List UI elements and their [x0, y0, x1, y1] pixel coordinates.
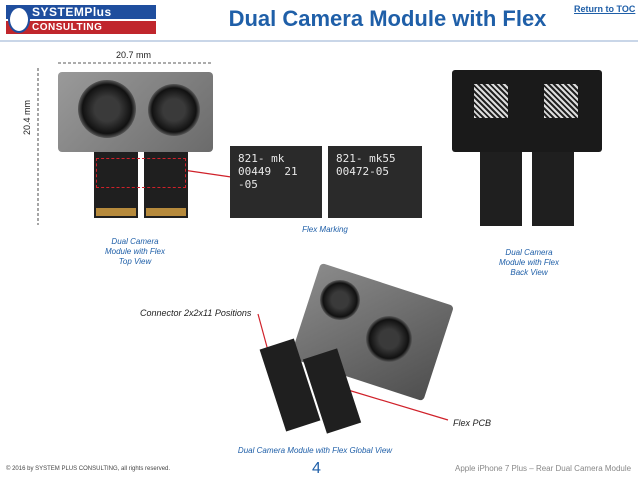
flex-pcb-label: Flex PCB [453, 418, 492, 428]
flex-marking-right: 821- mk55 00472-05 [328, 146, 422, 218]
back-flex-left [480, 152, 522, 226]
copyright-text: © 2016 by SYSTEM PLUS CONSULTING, all ri… [6, 466, 171, 472]
global-lens-2-icon [366, 316, 412, 362]
connector-label: Connector 2x2x11 Positions [140, 308, 252, 318]
back-view-photo [452, 70, 602, 230]
page-title: Dual Camera Module with Flex [228, 6, 547, 31]
header-divider [0, 40, 638, 42]
connector-right [146, 208, 186, 216]
back-view-label: Dual Camera Module with Flex Back View [498, 248, 560, 277]
global-lens-1-icon [320, 280, 360, 320]
marking-highlight-box [96, 158, 186, 188]
flex-right [144, 152, 188, 218]
width-dimension-label: 20.7 mm [116, 50, 152, 60]
wide-lens-icon [78, 80, 136, 138]
logo-line1: SYSTEMPlus [6, 5, 156, 19]
qr-code-left-icon [474, 84, 508, 118]
company-logo: SYSTEMPlus CONSULTING [6, 5, 156, 35]
page-number: 4 [312, 460, 321, 477]
back-flex-right [532, 152, 574, 226]
flex-marking-label: Flex Marking [302, 225, 348, 234]
document-title: Apple iPhone 7 Plus – Rear Dual Camera M… [455, 464, 632, 473]
top-view-photo [58, 68, 213, 228]
global-view-label: Dual Camera Module with Flex Global View [237, 446, 393, 455]
global-view-photo [259, 262, 455, 434]
flex-left [94, 152, 138, 218]
flex-marking-left: 821- mk 00449 21 -05 [230, 146, 322, 218]
tele-lens-icon [148, 84, 200, 136]
connector-left [96, 208, 136, 216]
logo-mark-icon [8, 6, 30, 33]
top-view-label: Dual Camera Module with Flex Top View [104, 237, 166, 266]
logo-line2: CONSULTING [6, 21, 156, 34]
return-to-toc-link[interactable]: Return to TOC [574, 4, 636, 14]
qr-code-right-icon [544, 84, 578, 118]
